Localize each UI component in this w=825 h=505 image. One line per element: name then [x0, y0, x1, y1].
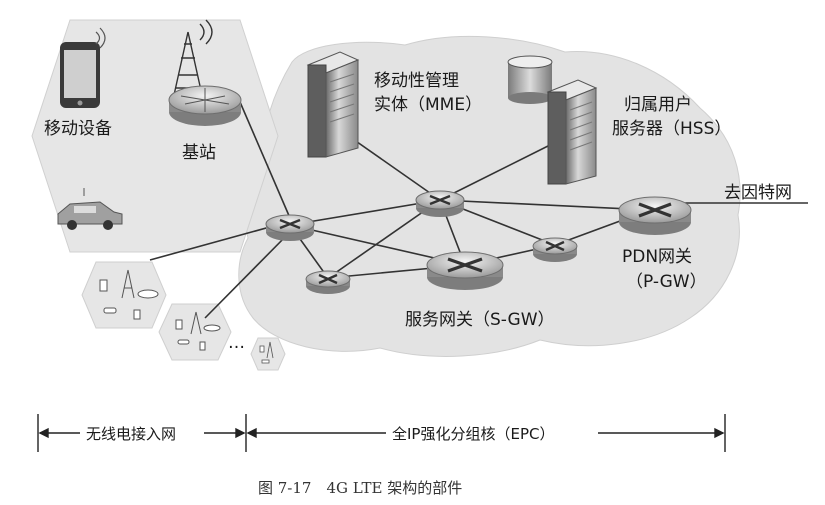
pgw-router-icon — [618, 196, 692, 235]
ran-span-arrow — [38, 427, 246, 439]
label-mobile-device: 移动设备 — [44, 119, 112, 139]
router-icon — [415, 190, 465, 217]
hss-server-icon — [546, 79, 598, 185]
label-base-station: 基站 — [182, 143, 216, 163]
router-icon — [532, 237, 578, 262]
label-mme-line2: 实体（MME） — [374, 95, 482, 115]
epc-cloud — [238, 35, 741, 357]
small-ran-hexagon-1 — [81, 261, 167, 329]
car-icon — [57, 188, 123, 230]
router-icon — [305, 270, 351, 294]
hss-database-icon — [507, 55, 553, 104]
label-mme-line1: 移动性管理 — [374, 71, 459, 91]
label-pgw-line1: PDN网关 — [622, 247, 692, 267]
small-hex-1-devices — [99, 269, 159, 320]
label-internet: 去因特网 — [724, 183, 792, 203]
figure-caption: 图 7-17 4G LTE 架构的部件 — [258, 479, 462, 497]
ran-scope-label: 无线电接入网 — [86, 425, 176, 443]
scope-markers — [37, 414, 726, 452]
small-hex-2-devices — [175, 311, 221, 351]
epc-span-arrow — [246, 427, 725, 439]
label-ellipsis: … — [228, 333, 245, 353]
label-pgw-line2: （P-GW） — [626, 272, 707, 292]
router-icon — [265, 214, 315, 241]
small-hex-3-devices — [259, 341, 274, 364]
mme-server-icon — [306, 51, 360, 158]
epc-scope-label: 全IP强化分组核（EPC） — [392, 425, 554, 443]
label-hss-line1: 归属用户 — [624, 95, 692, 115]
label-hss-line2: 服务器（HSS） — [612, 119, 731, 139]
sgw-router-icon — [426, 251, 504, 290]
base-station-tower-icon — [173, 19, 213, 96]
smartphone-icon — [60, 27, 106, 108]
base-station-router-icon — [168, 85, 242, 126]
small-ran-hexagon-2 — [158, 303, 232, 361]
label-sgw: 服务网关（S-GW） — [405, 310, 555, 330]
